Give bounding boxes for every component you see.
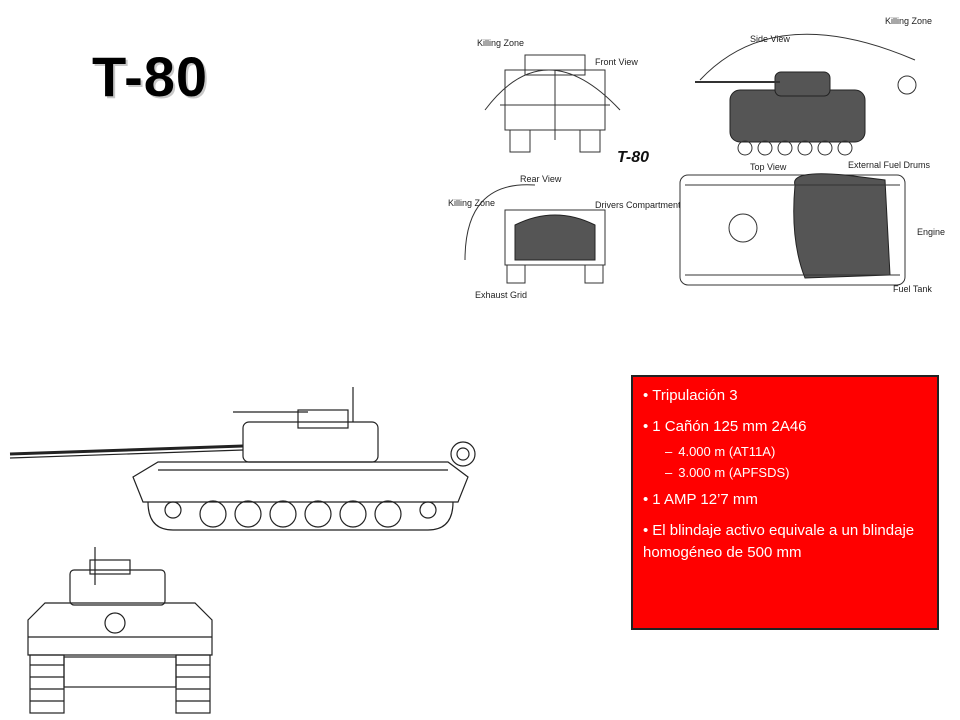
- spec-gun-range-apfsds: –3.000 m (APFSDS): [665, 465, 790, 480]
- spec-gun: •1 Cañón 125 mm 2A46: [643, 418, 807, 435]
- drivers-compartment-label: Drivers Compartment: [595, 200, 681, 210]
- rear-view-drawing: [464, 184, 606, 284]
- killing-zone-label-rear: Killing Zone: [448, 198, 495, 208]
- t80-side-profile-drawing: [9, 387, 476, 531]
- specs-box: •Tripulación 3 •1 Cañón 125 mm 2A46 –4.0…: [631, 375, 939, 630]
- diagram-title-label: T-80: [617, 149, 649, 166]
- bullet: •: [643, 522, 649, 539]
- dash: –: [665, 444, 673, 459]
- front-view-drawing: [484, 54, 621, 153]
- killing-zone-label-right: Killing Zone: [885, 16, 932, 26]
- side-view-drawing: [695, 33, 917, 156]
- slide-title: T-80: [92, 45, 209, 108]
- exhaust-grid-label: Exhaust Grid: [475, 290, 527, 300]
- top-view-label: Top View: [750, 162, 787, 172]
- dash: –: [665, 465, 673, 480]
- side-view-label: Side View: [750, 34, 790, 44]
- t80-views-diagram: Killing Zone Front View Side View Killin…: [448, 16, 945, 300]
- bullet: •: [643, 491, 649, 508]
- bullet: •: [643, 387, 649, 404]
- fuel-tank-label: Fuel Tank: [893, 284, 932, 294]
- external-fuel-drums-label: External Fuel Drums: [848, 160, 931, 170]
- top-view-drawing: [679, 173, 906, 286]
- t80-front-view-drawing: [27, 547, 213, 714]
- spec-crew: •Tripulación 3: [643, 387, 738, 404]
- spec-gun-range-at11a: –4.000 m (AT11A): [665, 444, 776, 459]
- engine-label: Engine: [917, 227, 945, 237]
- bullet: •: [643, 418, 649, 435]
- spec-armor: •El blindaje activo equivale a un blinda…: [643, 522, 915, 561]
- killing-zone-label-left: Killing Zone: [477, 38, 524, 48]
- front-view-label: Front View: [595, 57, 638, 67]
- rear-view-label: Rear View: [520, 174, 562, 184]
- spec-machine-gun: •1 AMP 12’7 mm: [643, 491, 758, 508]
